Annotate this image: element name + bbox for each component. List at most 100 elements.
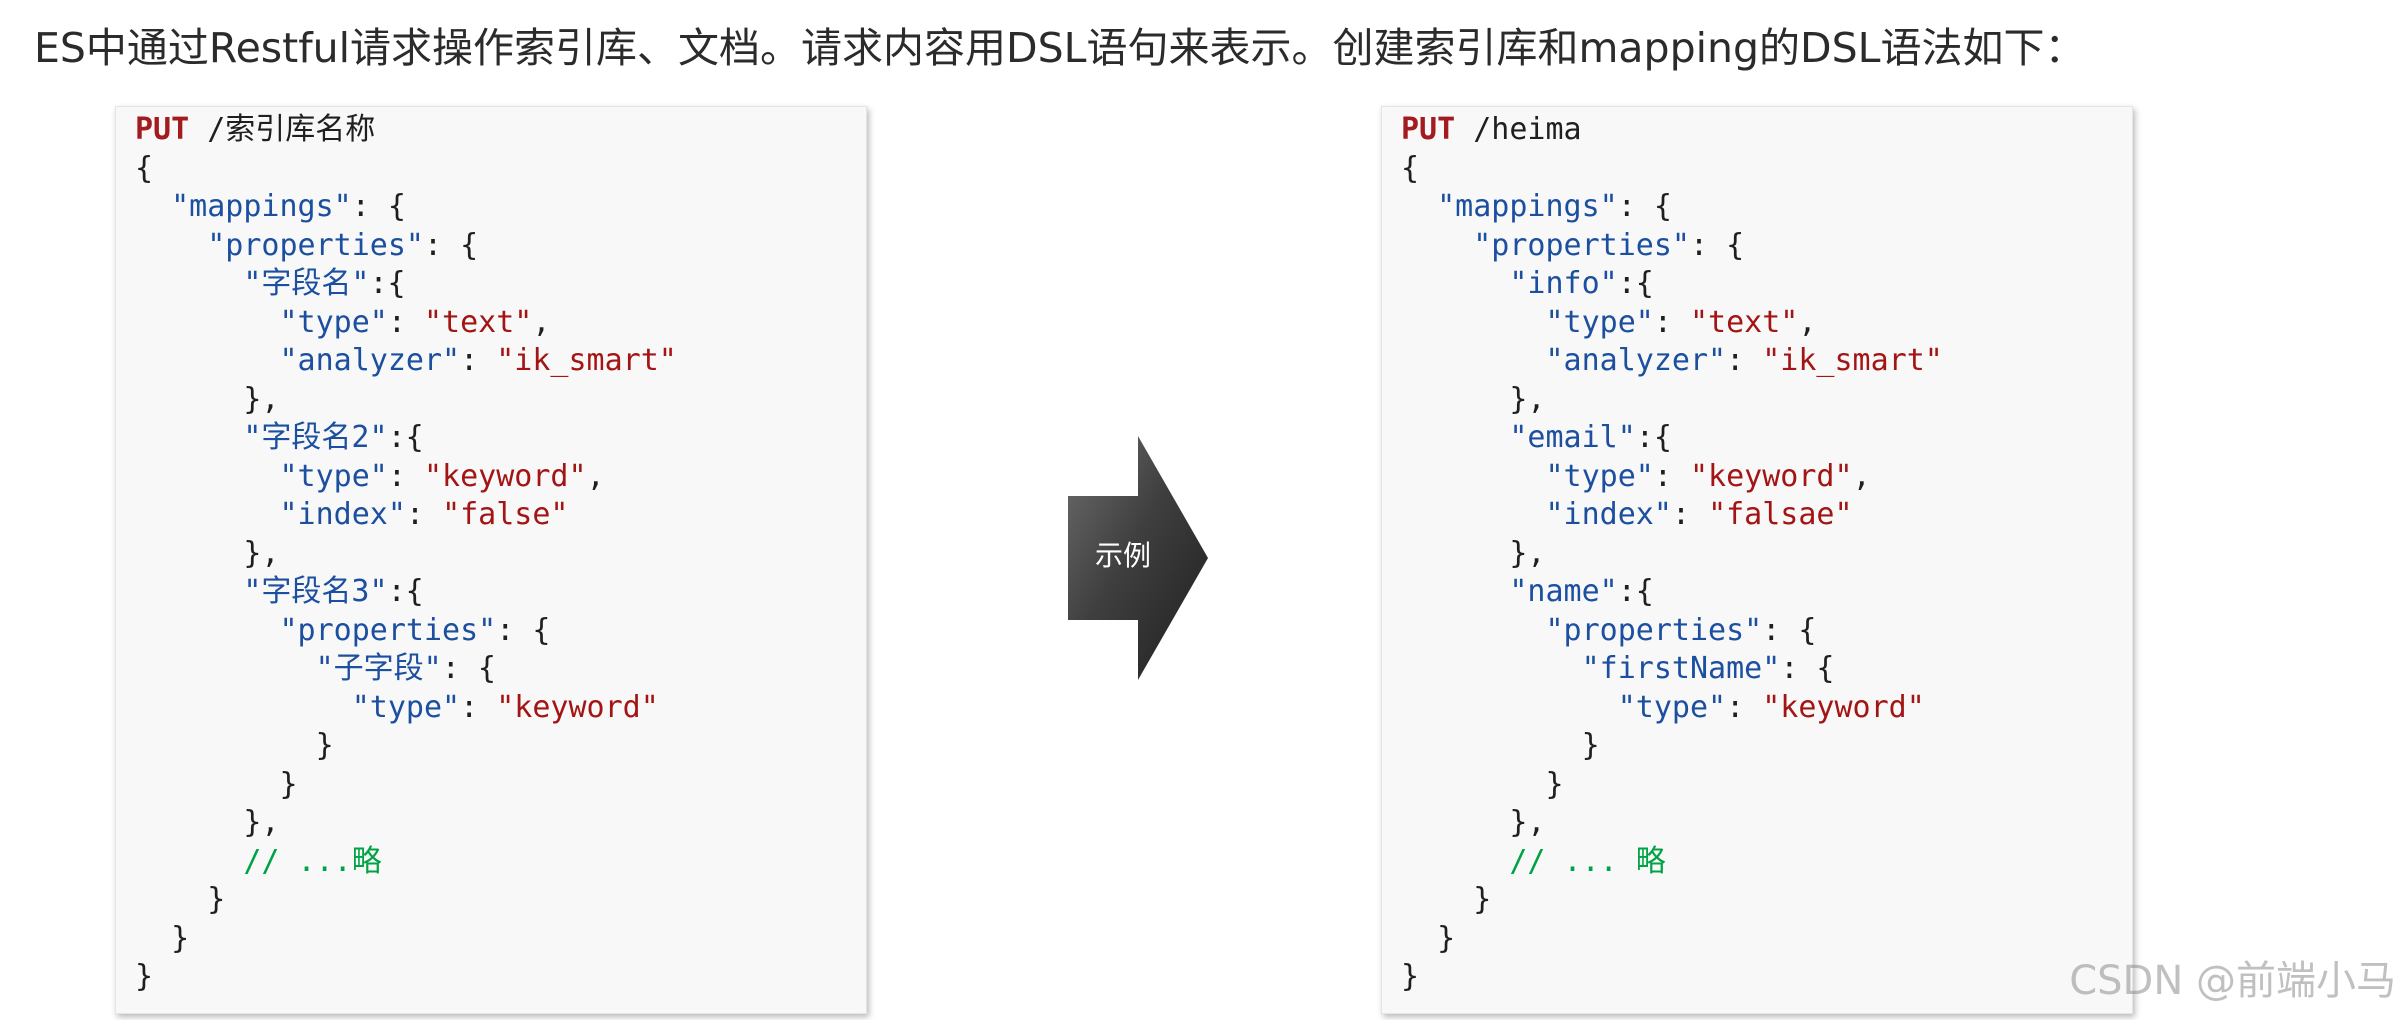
code-token-plain: } bbox=[1401, 766, 1564, 802]
code-token-plain bbox=[135, 420, 243, 455]
code-line: } bbox=[135, 766, 677, 805]
code-token-plain bbox=[135, 189, 171, 224]
code-line: "type": "keyword" bbox=[1401, 689, 1943, 728]
code-lines-template: PUT /索引库名称{ "mappings": { "properties": … bbox=[135, 111, 677, 997]
code-token-plain: : { bbox=[1762, 612, 1817, 648]
code-line: } bbox=[135, 881, 677, 920]
code-token-key: "mappings" bbox=[171, 189, 352, 224]
code-token-key: "analyzer" bbox=[1545, 343, 1727, 378]
code-token-plain: } bbox=[1401, 920, 1456, 956]
code-token-key: "type" bbox=[279, 304, 388, 340]
code-line: "email":{ bbox=[1401, 419, 1943, 458]
code-token-key: "字段名3" bbox=[243, 574, 388, 609]
code-token-keyword: PUT bbox=[1401, 112, 1456, 147]
code-line: "properties": { bbox=[1401, 227, 1943, 266]
code-line: "type": "keyword", bbox=[1401, 458, 1943, 497]
code-token-string: "keyword" bbox=[424, 458, 587, 494]
code-token-key: "analyzer" bbox=[279, 343, 461, 378]
code-line: }, bbox=[1401, 381, 1943, 420]
code-line: "properties": { bbox=[1401, 612, 1943, 651]
code-token-plain: { bbox=[135, 150, 154, 186]
code-token-plain bbox=[135, 343, 280, 378]
code-token-plain: : { bbox=[1690, 227, 1745, 263]
code-token-plain: :{ bbox=[369, 266, 406, 301]
code-block-example: PUT /heima{ "mappings": { "properties": … bbox=[1381, 106, 2133, 1014]
code-token-plain: }, bbox=[1401, 805, 1546, 840]
code-token-plain bbox=[1401, 651, 1582, 686]
code-token-key: "firstName" bbox=[1581, 651, 1781, 686]
code-token-string: "falsae" bbox=[1708, 497, 1853, 532]
code-line: "properties": { bbox=[135, 612, 677, 651]
code-token-key: "子字段" bbox=[315, 651, 442, 686]
code-token-key: "properties" bbox=[279, 612, 497, 648]
code-token-key: "index" bbox=[279, 497, 406, 532]
code-token-plain: : { bbox=[441, 651, 496, 686]
code-token-plain bbox=[1401, 497, 1546, 532]
code-line: } bbox=[1401, 920, 1943, 959]
code-token-plain: } bbox=[135, 766, 298, 802]
code-token-plain: } bbox=[135, 882, 226, 917]
code-token-plain: : bbox=[460, 343, 497, 378]
code-token-plain bbox=[1401, 420, 1509, 455]
code-token-key: "type" bbox=[1617, 689, 1727, 725]
code-token-plain: , bbox=[1852, 458, 1871, 494]
code-token-plain bbox=[1401, 690, 1618, 725]
code-line: "type": "text", bbox=[135, 304, 677, 343]
code-token-plain bbox=[1401, 459, 1546, 494]
code-line: } bbox=[1401, 958, 1943, 997]
code-token-plain: /索引库名称 bbox=[189, 112, 376, 147]
watermark: CSDN @前端小马 bbox=[2069, 958, 2396, 1004]
code-line: } bbox=[135, 958, 677, 997]
code-line: PUT /索引库名称 bbox=[135, 111, 677, 150]
code-token-plain: : { bbox=[1617, 189, 1672, 224]
code-token-plain: : bbox=[460, 689, 497, 725]
code-line: { bbox=[1401, 150, 1943, 189]
code-line: "mappings": { bbox=[135, 188, 677, 227]
code-token-plain: }, bbox=[135, 381, 280, 417]
code-token-plain: : bbox=[405, 497, 443, 532]
code-token-plain bbox=[135, 574, 243, 609]
code-token-plain: : bbox=[1726, 689, 1763, 725]
code-line: } bbox=[1401, 766, 1943, 805]
code-line: }, bbox=[135, 535, 677, 574]
code-token-plain: :{ bbox=[1617, 266, 1654, 301]
code-token-keyword: PUT bbox=[135, 112, 190, 147]
code-token-string: "keyword" bbox=[1762, 689, 1925, 725]
code-token-plain: }, bbox=[135, 805, 280, 840]
code-token-key: "properties" bbox=[1545, 612, 1763, 648]
code-token-plain bbox=[135, 228, 207, 263]
code-token-plain: :{ bbox=[1617, 574, 1654, 609]
code-token-plain bbox=[135, 844, 243, 879]
code-token-key: "type" bbox=[351, 689, 461, 725]
code-token-key: "properties" bbox=[1473, 227, 1690, 263]
code-line: "字段名":{ bbox=[135, 265, 677, 304]
code-token-plain: , bbox=[532, 304, 551, 340]
code-token-plain: }, bbox=[1401, 535, 1546, 571]
code-line: "字段名3":{ bbox=[135, 573, 677, 612]
code-line: } bbox=[1401, 727, 1943, 766]
code-token-string: "false" bbox=[442, 497, 569, 532]
code-line: "index": "falsae" bbox=[1401, 496, 1943, 535]
code-line: } bbox=[135, 920, 677, 959]
code-line: "firstName": { bbox=[1401, 650, 1943, 689]
code-token-plain: } bbox=[135, 959, 154, 994]
code-lines-example: PUT /heima{ "mappings": { "properties": … bbox=[1401, 111, 1943, 997]
code-line: { bbox=[135, 150, 677, 189]
code-line: PUT /heima bbox=[1401, 111, 1943, 150]
code-token-string: "keyword" bbox=[1690, 458, 1853, 494]
code-token-plain bbox=[135, 459, 280, 494]
code-line: "type": "keyword", bbox=[135, 458, 677, 497]
code-token-plain bbox=[1401, 613, 1546, 648]
code-line: }, bbox=[135, 804, 677, 843]
code-token-key: "type" bbox=[1545, 304, 1654, 340]
code-line: "info":{ bbox=[1401, 265, 1943, 304]
code-token-string: "keyword" bbox=[496, 689, 659, 725]
code-token-key: "properties" bbox=[207, 227, 424, 263]
code-token-string: "ik_smart" bbox=[496, 343, 677, 378]
code-token-plain bbox=[1401, 228, 1473, 263]
code-token-key: "type" bbox=[279, 458, 388, 494]
code-token-plain bbox=[135, 613, 280, 648]
code-line: "字段名2":{ bbox=[135, 419, 677, 458]
code-token-plain: } bbox=[1401, 728, 1600, 763]
code-token-comment: // ... 略 bbox=[1509, 843, 1666, 879]
